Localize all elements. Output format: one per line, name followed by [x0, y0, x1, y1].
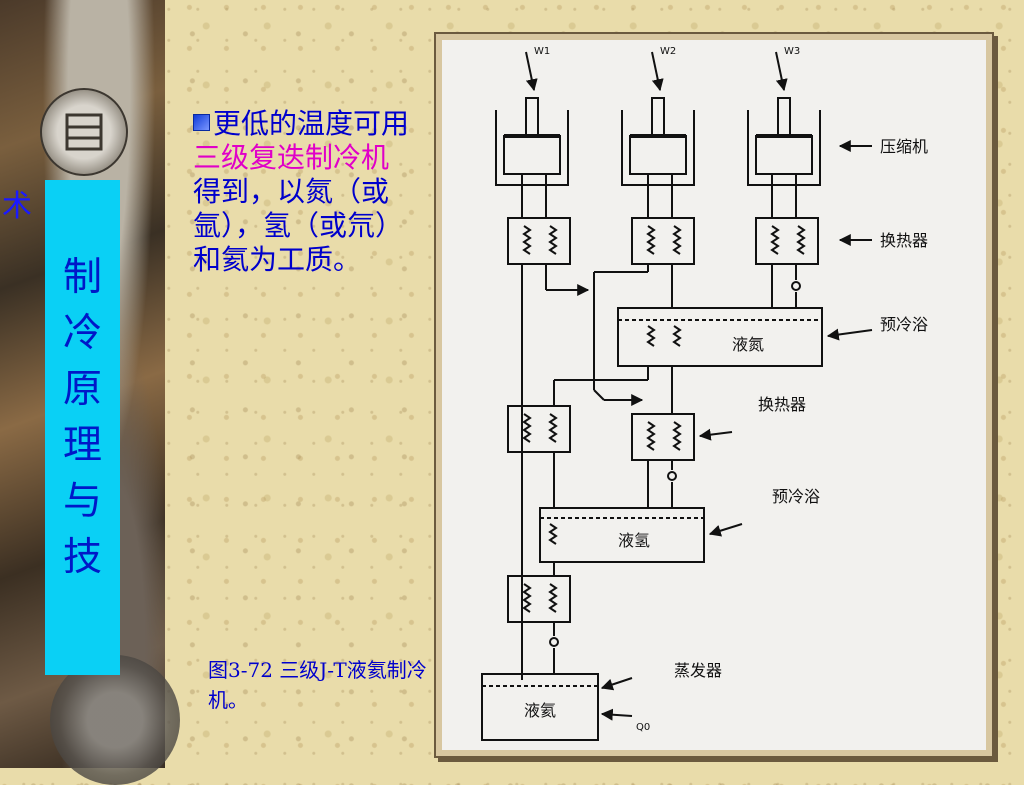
compressor-1: [495, 97, 569, 186]
side-title-top-char: 术: [2, 189, 32, 224]
liquid-h2-label: 液氢: [618, 531, 650, 550]
w3-label: W3: [784, 46, 800, 57]
vertical-title-char: 理: [62, 423, 102, 468]
compass-icon: [50, 655, 180, 785]
bullet-highlight: 三级复迭制冷机: [193, 141, 390, 174]
bullet-text-part2: 得到，以氮（或氩），氢（或氘）和氦为工质。: [193, 175, 404, 276]
coin-emblem-icon: [40, 88, 128, 176]
jt-refrigerator-diagram: W1 W2 W3 压缩机 换热器 预冷浴 液氮 换热器 预冷浴 液氢 蒸发器 液…: [481, 46, 928, 741]
figure-caption: 图3-72 三级J-T液氦制冷机。: [208, 658, 427, 712]
bullet-paragraph: 更低的温度可用三级复迭制冷机得到，以氮（或氩），氢（或氘）和氦为工质。: [193, 107, 413, 277]
square-bullet-icon: [193, 114, 210, 131]
compressor-3: [747, 97, 821, 186]
evaporator-label: 蒸发器: [674, 661, 722, 680]
vertical-title-char: 制: [62, 255, 102, 300]
figure-frame: W1 W2 W3 压缩机 换热器 预冷浴 液氮 换热器 预冷浴 液氢 蒸发器 液…: [434, 32, 994, 758]
hx2-label: 换热器: [758, 395, 806, 414]
compressor-2: [621, 97, 695, 186]
liquid-he-label: 液氦: [524, 701, 556, 720]
liquid-n2-label: 液氮: [732, 335, 764, 354]
compressor-label: 压缩机: [880, 137, 928, 156]
vertical-title-char: 冷: [62, 311, 102, 356]
vertical-title-char: 原: [62, 367, 102, 412]
vertical-title-char: 与: [62, 479, 102, 524]
w2-label: W2: [660, 46, 676, 57]
hx1-label: 换热器: [880, 231, 928, 250]
q0-label: Q0: [636, 722, 650, 733]
bullet-text-part1: 更低的温度可用: [213, 107, 410, 140]
vertical-title-char: 技: [62, 535, 102, 580]
vertical-title: 制 冷 原 理 与 技: [45, 180, 120, 675]
precool1-label: 预冷浴: [880, 315, 928, 334]
precool2-label: 预冷浴: [772, 487, 820, 506]
figure-paper: W1 W2 W3 压缩机 换热器 预冷浴 液氮 换热器 预冷浴 液氢 蒸发器 液…: [442, 40, 986, 750]
w1-label: W1: [534, 46, 550, 57]
